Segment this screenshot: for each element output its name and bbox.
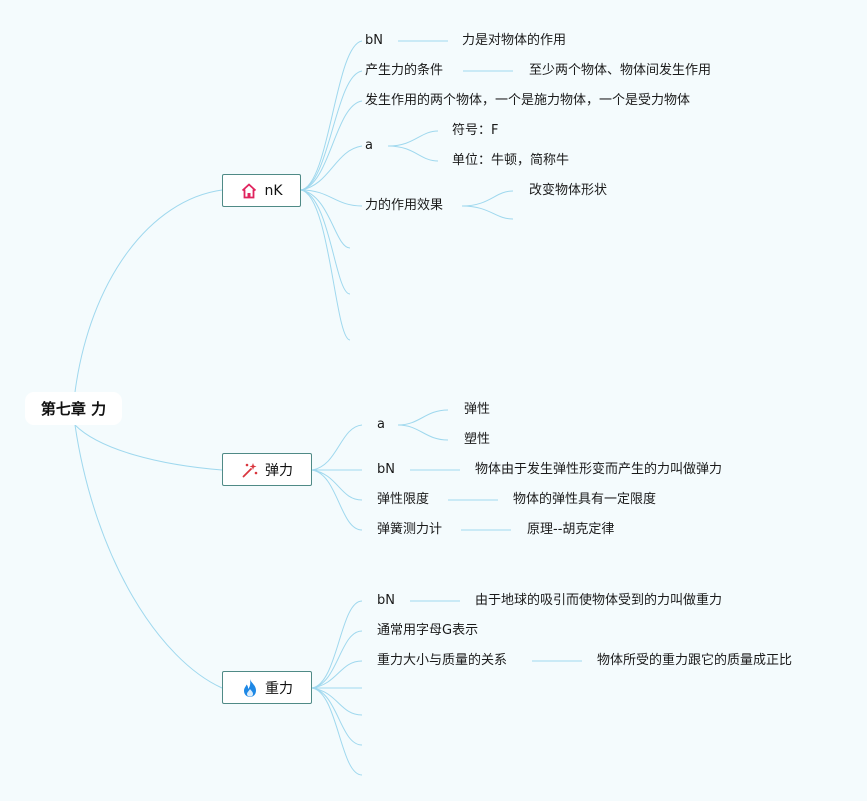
node-spring-scale-value[interactable]: 原理--胡克定律 xyxy=(527,522,615,537)
flame-icon xyxy=(241,678,259,698)
branch-node-elastic-force[interactable]: 弹力 xyxy=(222,453,312,486)
node-effect-value[interactable]: 改变物体形状 xyxy=(529,183,608,198)
node-elastic-definition-value[interactable]: 物体由于发生弹性形变而产生的力叫做弹力 xyxy=(475,462,723,477)
node-gravity-definition-key[interactable]: bN xyxy=(377,593,395,608)
node-symbol[interactable]: 符号：F xyxy=(452,123,499,138)
node-elastic-limit-key[interactable]: 弹性限度 xyxy=(377,492,430,507)
node-effect-key[interactable]: 力的作用效果 xyxy=(365,198,444,213)
node-nk-a-key[interactable]: a xyxy=(365,138,373,153)
house-icon xyxy=(240,182,258,200)
root-node[interactable]: 第七章 力 xyxy=(25,392,122,425)
branch-node-gravity[interactable]: 重力 xyxy=(222,671,312,704)
branch-label: nK xyxy=(264,182,283,199)
node-elastic-limit-value[interactable]: 物体的弹性具有一定限度 xyxy=(513,492,657,507)
node-nk-definition-key[interactable]: bN xyxy=(365,33,383,48)
node-gravity-letter[interactable]: 通常用字母G表示 xyxy=(377,623,479,638)
root-label: 第七章 力 xyxy=(40,400,107,418)
node-plasticity[interactable]: 塑性 xyxy=(464,432,491,447)
node-condition-value[interactable]: 至少两个物体、物体间发生作用 xyxy=(529,63,712,78)
branch-node-nk[interactable]: nK xyxy=(222,174,301,207)
node-elasticity[interactable]: 弹性 xyxy=(464,402,491,417)
node-nk-definition-value[interactable]: 力是对物体的作用 xyxy=(462,33,567,48)
node-spring-scale-key[interactable]: 弹簧测力计 xyxy=(377,522,443,537)
node-interacting-objects[interactable]: 发生作用的两个物体，一个是施力物体，一个是受力物体 xyxy=(365,93,691,108)
node-condition-key[interactable]: 产生力的条件 xyxy=(365,63,444,78)
node-elastic-a-key[interactable]: a xyxy=(377,417,385,432)
branch-label: 弹力 xyxy=(265,462,293,479)
branch-label: 重力 xyxy=(265,680,293,697)
node-unit[interactable]: 单位：牛顿，简称牛 xyxy=(452,153,570,168)
node-mass-relation-value[interactable]: 物体所受的重力跟它的质量成正比 xyxy=(597,653,793,668)
node-elastic-definition-key[interactable]: bN xyxy=(377,462,395,477)
node-mass-relation-key[interactable]: 重力大小与质量的关系 xyxy=(377,653,508,668)
node-gravity-definition-value[interactable]: 由于地球的吸引而使物体受到的力叫做重力 xyxy=(475,593,723,608)
sparkle-icon xyxy=(241,461,259,479)
